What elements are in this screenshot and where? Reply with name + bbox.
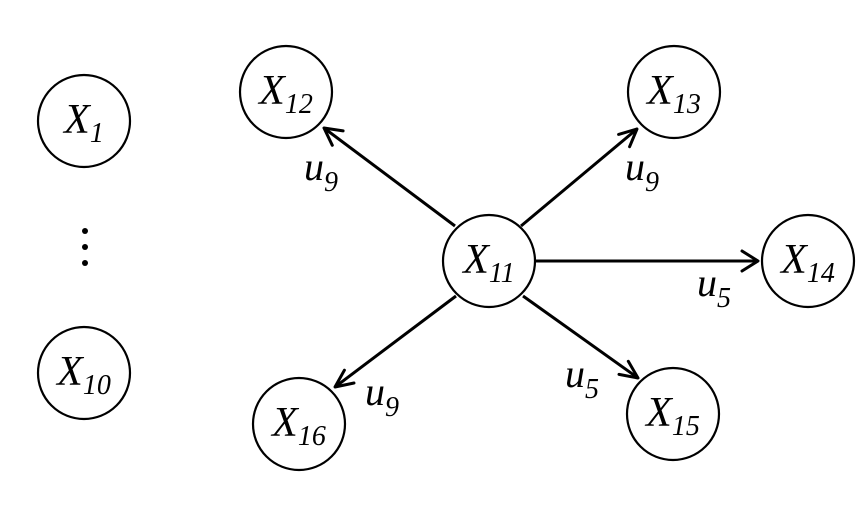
edge-x11-x12: [322, 126, 456, 228]
node-sub-x13: 13: [673, 89, 701, 120]
node-circle-x1: [36, 73, 132, 169]
node-x14: X14: [760, 213, 856, 309]
node-base-x11: X: [461, 237, 491, 283]
node-circle-x13: [626, 44, 722, 140]
node-sub-x15: 15: [672, 411, 700, 442]
node-label-x15: X15: [644, 390, 700, 442]
node-x15: X15: [625, 366, 721, 462]
edge-sub-x12: 9: [324, 167, 338, 198]
edge-base-x16: u: [365, 369, 385, 414]
node-label-x1: X1: [62, 97, 104, 149]
ellipsis-dot-2: [82, 244, 88, 250]
node-circle-x10: [36, 325, 132, 421]
node-label-x16: X16: [270, 400, 326, 452]
edge-sub-x13: 9: [645, 167, 659, 198]
node-x16: X16: [251, 376, 347, 472]
node-circle-x16: [251, 376, 347, 472]
node-sub-x14: 14: [807, 258, 835, 289]
node-base-x10: X: [55, 349, 85, 395]
arrowhead-x12: [322, 126, 345, 147]
edge-base-x13: u: [625, 144, 645, 189]
edge-label-x15: u5: [565, 351, 599, 405]
edge-line-x11-x16: [334, 294, 457, 389]
edge-line-x11-x12: [323, 126, 456, 228]
node-sub-x1: 1: [90, 118, 104, 149]
node-circle-x11: [441, 213, 537, 309]
node-x12: X12: [238, 44, 334, 140]
node-base-x13: X: [645, 68, 675, 114]
node-label-x13: X13: [645, 68, 701, 120]
edge-line-x11-x15: [522, 294, 639, 380]
edge-x11-x15: [522, 294, 640, 380]
node-base-x12: X: [257, 68, 287, 114]
edge-base-x15: u: [565, 351, 585, 396]
edge-label-x16: u9: [365, 369, 399, 423]
node-sub-x12: 12: [285, 89, 313, 120]
edge-sub-x15: 5: [585, 374, 599, 405]
edge-line-x11-x13: [520, 127, 638, 228]
edge-x11-x16: [333, 294, 457, 389]
edge-base-x14: u: [697, 260, 717, 305]
edge-x11-x14: [536, 249, 760, 273]
arrowhead-x16: [333, 368, 356, 389]
edge-sub-x16: 9: [385, 392, 399, 423]
node-x10: X10: [36, 325, 132, 421]
edge-x11-x13: [520, 127, 639, 228]
edge-label-x12: u9: [304, 144, 338, 198]
node-x11: X11: [441, 213, 537, 309]
node-circle-x14: [760, 213, 856, 309]
node-label-x11: X11: [461, 237, 515, 289]
node-base-x15: X: [644, 390, 674, 436]
node-x1: X1: [36, 73, 132, 169]
edge-base-x12: u: [304, 144, 324, 189]
node-base-x14: X: [779, 237, 809, 283]
node-x13: X13: [626, 44, 722, 140]
node-base-x16: X: [270, 400, 300, 446]
edge-label-x13: u9: [625, 144, 659, 198]
arrowhead-x14: [740, 249, 760, 273]
node-label-x10: X10: [55, 349, 111, 401]
node-base-x1: X: [62, 97, 92, 143]
node-label-x14: X14: [779, 237, 835, 289]
arrowhead-x15: [617, 359, 640, 380]
edge-label-x14: u5: [697, 260, 731, 314]
node-sub-x16: 16: [298, 421, 326, 452]
ellipsis-dot-1: [82, 228, 88, 234]
vertical-ellipsis: [82, 228, 88, 266]
node-label-x12: X12: [257, 68, 313, 120]
arrowhead-x13: [617, 127, 639, 149]
edge-sub-x14: 5: [717, 283, 731, 314]
node-sub-x10: 10: [83, 370, 111, 401]
ellipsis-dot-3: [82, 260, 88, 266]
node-circle-x12: [238, 44, 334, 140]
node-sub-x11: 11: [489, 258, 515, 289]
node-circle-x15: [625, 366, 721, 462]
